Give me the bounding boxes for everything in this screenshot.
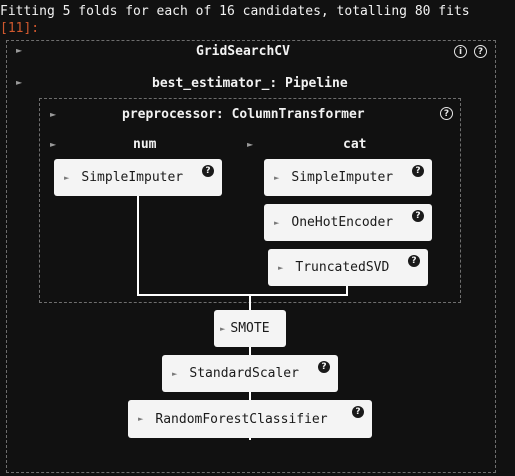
info-icon[interactable]: i bbox=[454, 45, 467, 58]
step-label: SimpleImputer bbox=[81, 170, 184, 185]
merge-connector-line bbox=[137, 294, 348, 296]
num-expand-arrow-icon[interactable]: ► bbox=[50, 140, 57, 149]
step-arrow-icon: ► bbox=[220, 324, 226, 333]
pipeline-step-box[interactable]: ► StandardScaler ? bbox=[162, 355, 338, 392]
cat-step-box[interactable]: ► TruncatedSVD ? bbox=[268, 249, 428, 286]
step-label: StandardScaler bbox=[189, 366, 299, 381]
cat-expand-arrow-icon[interactable]: ► bbox=[247, 140, 254, 149]
step-label: RandomForestClassifier bbox=[155, 411, 328, 427]
cat-step-box[interactable]: ► OneHotEncoder ? bbox=[264, 204, 432, 241]
best-estimator-expand-arrow-icon[interactable]: ► bbox=[16, 78, 23, 87]
gridsearch-title[interactable]: GridSearchCV bbox=[196, 44, 290, 59]
step-help-icon[interactable]: ? bbox=[408, 255, 420, 267]
step-help-icon[interactable]: ? bbox=[352, 406, 364, 418]
num-connector-line bbox=[137, 196, 139, 295]
cat-step-box[interactable]: ► SimpleImputer ? bbox=[264, 159, 432, 196]
step-arrow-icon: ► bbox=[172, 369, 178, 378]
fit-log-output: Fitting 5 folds for each of 16 candidate… bbox=[0, 4, 470, 19]
step-help-icon[interactable]: ? bbox=[202, 165, 214, 177]
cat-connector-line bbox=[346, 286, 348, 295]
step-help-icon[interactable]: ? bbox=[318, 361, 330, 373]
pipeline-step-box[interactable]: ► RandomForestClassifier ? bbox=[128, 400, 372, 438]
step-arrow-icon: ► bbox=[64, 173, 70, 182]
step-help-icon[interactable]: ? bbox=[412, 210, 424, 222]
gridsearch-help-icon[interactable]: ? bbox=[474, 45, 487, 58]
step-help-icon[interactable]: ? bbox=[412, 165, 424, 177]
step-label: SimpleImputer bbox=[291, 170, 394, 185]
step-label: SMOTE bbox=[230, 321, 270, 336]
step-arrow-icon: ► bbox=[278, 263, 284, 272]
step-arrow-icon: ► bbox=[274, 218, 280, 227]
step-arrow-icon: ► bbox=[138, 415, 144, 423]
preprocessor-title[interactable]: preprocessor: ColumnTransformer bbox=[122, 107, 365, 122]
num-branch-title[interactable]: num bbox=[133, 137, 157, 152]
gridsearch-expand-arrow-icon[interactable]: ► bbox=[16, 46, 23, 55]
step-label: TruncatedSVD bbox=[295, 260, 390, 275]
pipeline-step-box[interactable]: ► SMOTE bbox=[214, 310, 286, 347]
gridsearch-container bbox=[6, 40, 496, 473]
num-step-box[interactable]: ► SimpleImputer ? bbox=[54, 159, 222, 196]
preprocessor-expand-arrow-icon[interactable]: ► bbox=[50, 110, 57, 119]
step-arrow-icon: ► bbox=[274, 173, 280, 182]
cell-prompt: [11]: bbox=[0, 21, 40, 36]
preprocessor-help-icon[interactable]: ? bbox=[440, 107, 453, 120]
cat-branch-title[interactable]: cat bbox=[343, 137, 367, 152]
step-label: OneHotEncoder bbox=[291, 215, 394, 230]
best-estimator-title[interactable]: best_estimator_: Pipeline bbox=[152, 76, 348, 91]
